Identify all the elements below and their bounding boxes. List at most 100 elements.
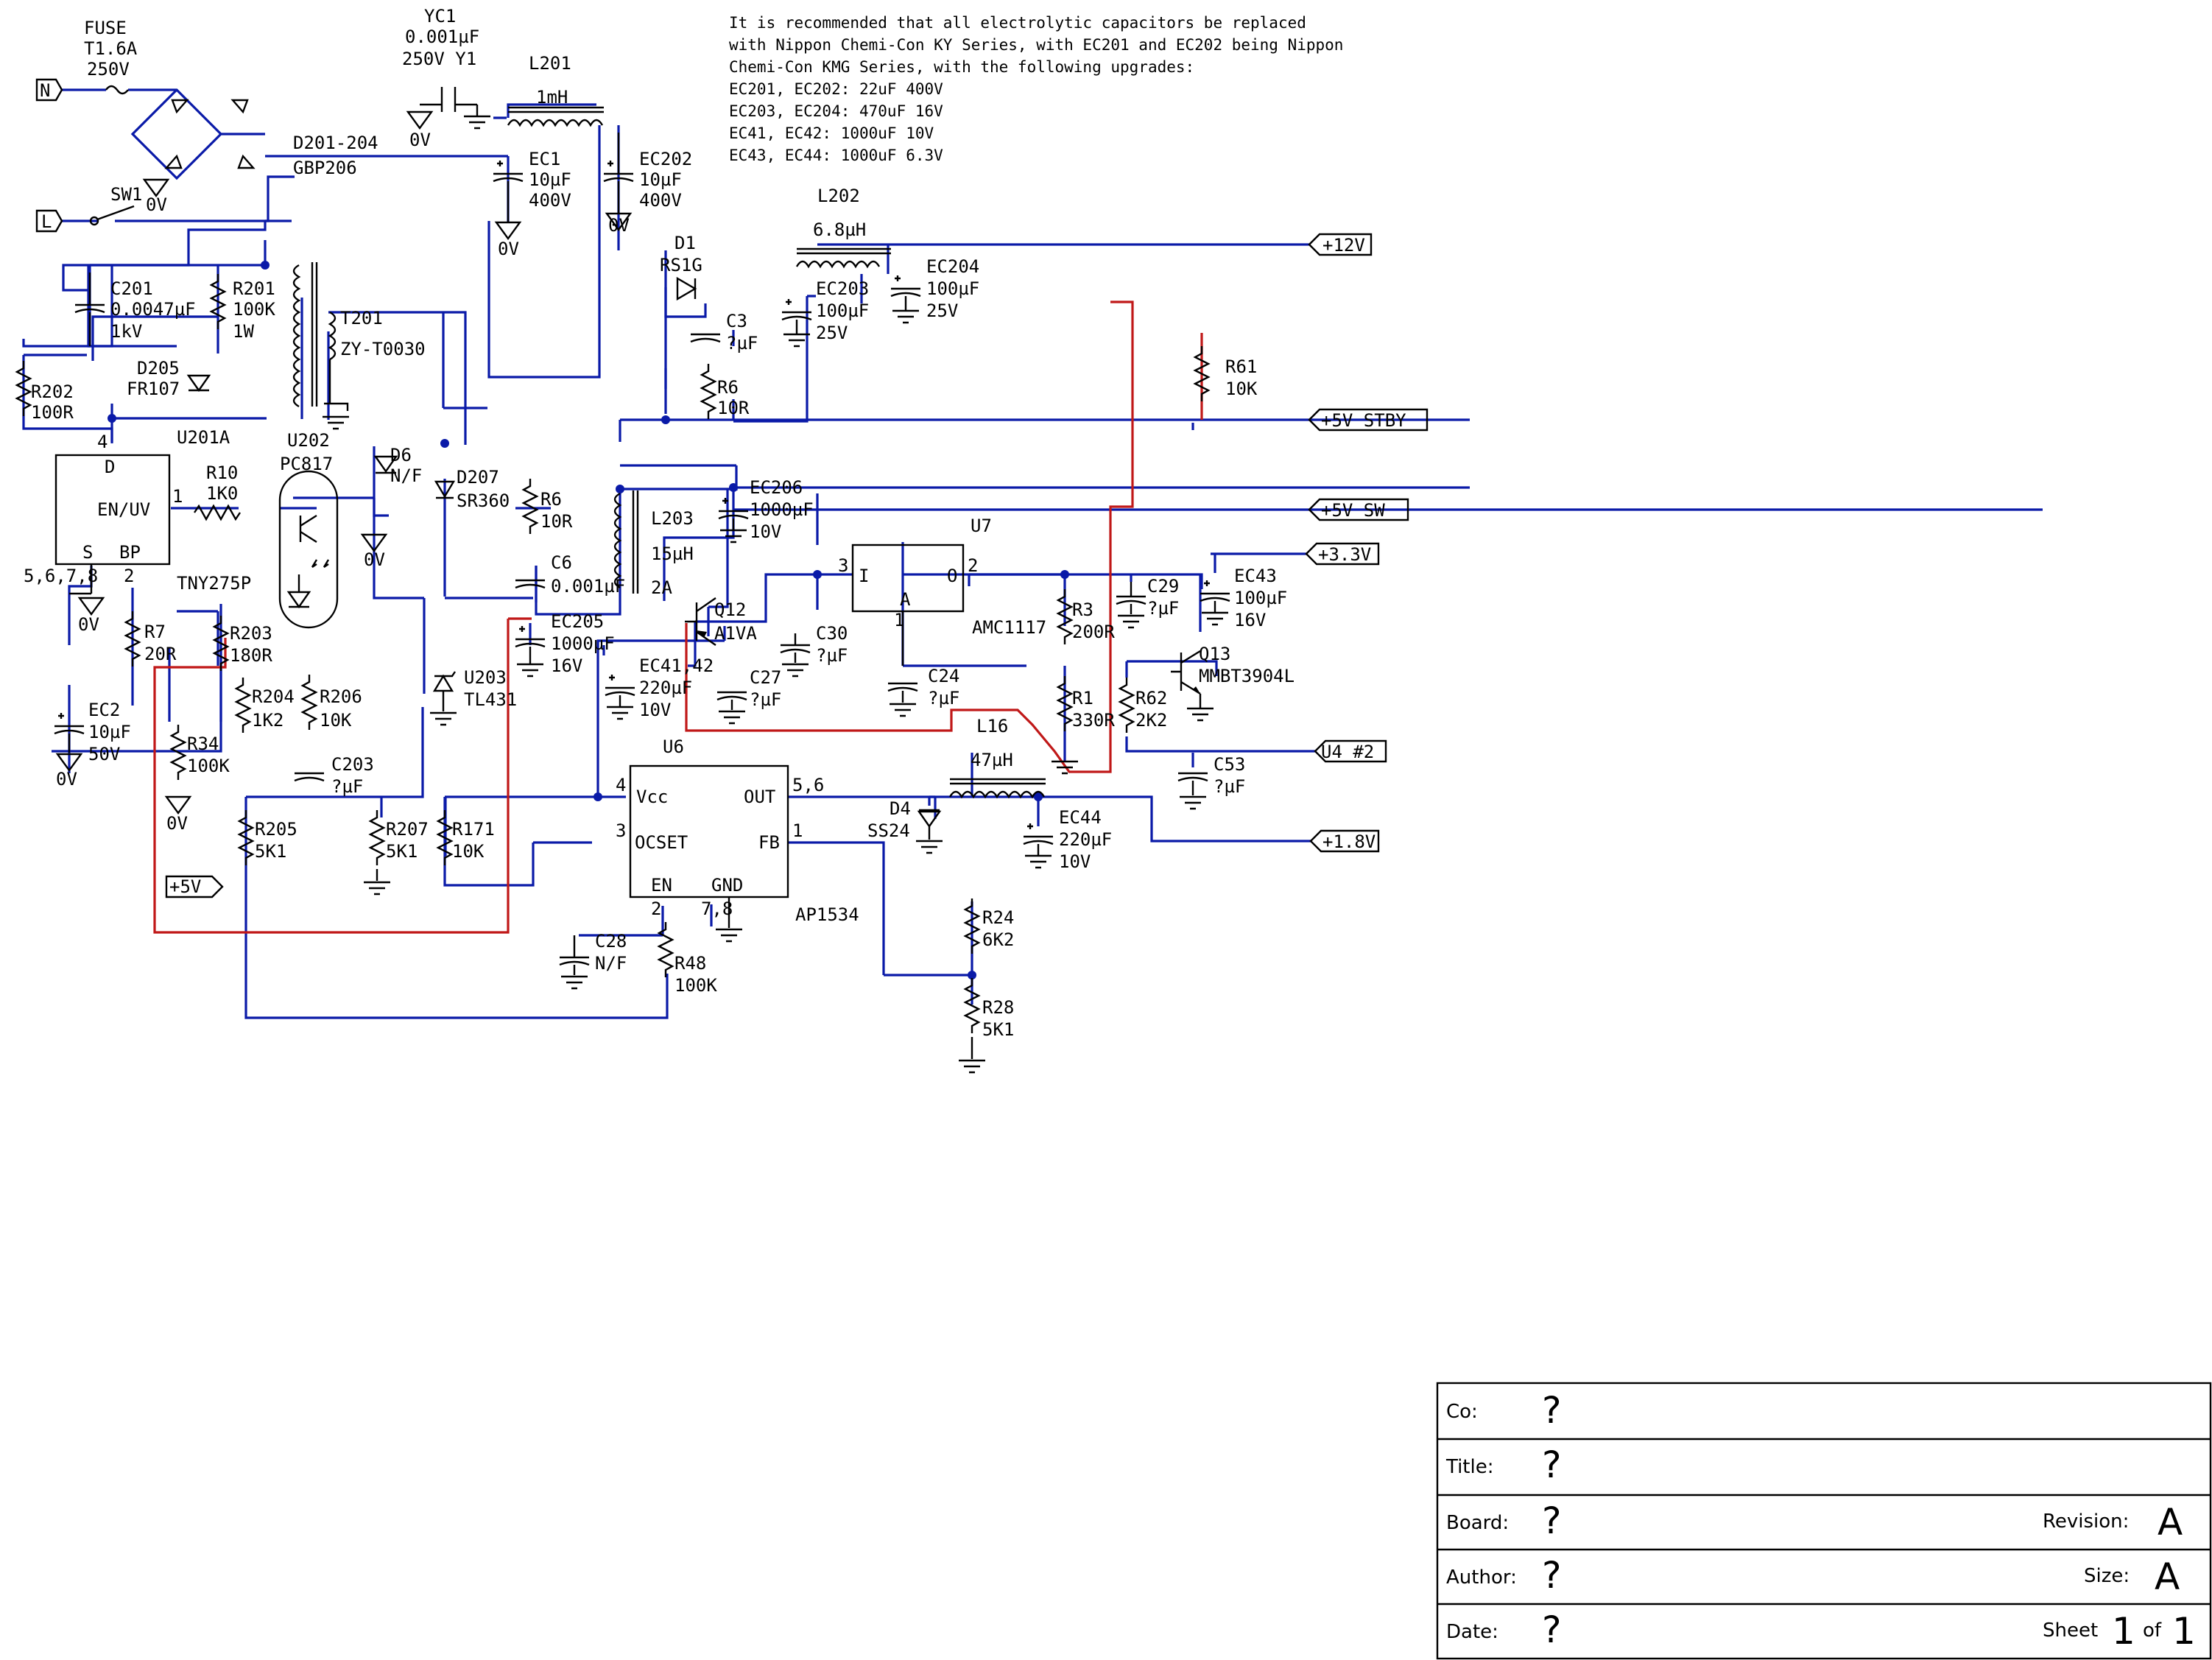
svg-text:?µF: ?µF xyxy=(750,689,781,710)
svg-text:R24: R24 xyxy=(982,907,1014,928)
ec2-capacitor: EC2 10µF 50V 0V xyxy=(53,700,131,789)
note-line-6: EC41, EC42: 1000uF 10V xyxy=(729,124,934,142)
inductor-l202: L202 6.8µH xyxy=(795,186,891,269)
svg-text:400V: 400V xyxy=(639,190,682,211)
svg-text:R6: R6 xyxy=(540,489,562,510)
svg-text:C28: C28 xyxy=(595,931,627,952)
svg-text:EC202: EC202 xyxy=(639,149,692,169)
r3-resistor: R3 200R xyxy=(1057,588,1115,646)
svg-text:EC2: EC2 xyxy=(88,700,120,720)
port-u4-label: U4 #2 xyxy=(1321,742,1374,762)
svg-text:R28: R28 xyxy=(982,997,1014,1018)
svg-text:C201: C201 xyxy=(110,278,153,299)
svg-text:4: 4 xyxy=(97,432,108,452)
d6-diode: D6 N/F xyxy=(373,445,422,486)
r6b-resistor: R6 10R xyxy=(700,362,750,421)
svg-text:Vcc: Vcc xyxy=(636,787,668,807)
c203-capacitor: C203 ?µF xyxy=(293,754,374,797)
svg-text:R34: R34 xyxy=(187,734,219,754)
r7-resistor: R7 20R xyxy=(124,610,177,668)
tb-of-label: of xyxy=(2143,1619,2162,1642)
svg-text:L201: L201 xyxy=(529,53,571,74)
svg-text:SR360: SR360 xyxy=(457,490,510,511)
svg-text:OCSET: OCSET xyxy=(635,832,688,853)
svg-text:D4: D4 xyxy=(890,798,911,819)
svg-text:A1VA: A1VA xyxy=(714,623,757,644)
svg-text:Q12: Q12 xyxy=(714,599,746,620)
svg-text:C24: C24 xyxy=(928,666,959,686)
svg-text:D205: D205 xyxy=(137,358,180,379)
note-line-5: EC203, EC204: 470uF 16V xyxy=(729,102,943,120)
svg-text:EC206: EC206 xyxy=(750,477,803,498)
svg-text:C29: C29 xyxy=(1147,576,1179,597)
svg-text:SS24: SS24 xyxy=(867,820,910,841)
svg-text:EN: EN xyxy=(651,875,672,896)
tb-title-value: ? xyxy=(1542,1443,1562,1486)
svg-text:0V: 0V xyxy=(409,130,431,150)
ec4142-capacitor: EC41,42 220µF 10V xyxy=(604,655,714,720)
svg-text:L203: L203 xyxy=(651,508,694,529)
svg-text:1K2: 1K2 xyxy=(252,710,283,731)
svg-text:R171: R171 xyxy=(452,819,495,840)
svg-text:4: 4 xyxy=(616,775,626,795)
svg-text:R10: R10 xyxy=(206,463,238,483)
r201-resistor: R201 100K 1W xyxy=(210,272,275,342)
svg-text:5K1: 5K1 xyxy=(982,1019,1014,1040)
r206-resistor: R206 10K xyxy=(301,673,362,731)
u7-regulator: I O A 3 2 1 U7 AMC1117 xyxy=(838,516,1046,666)
r34-resistor: R34 100K 0V xyxy=(165,723,230,834)
c24-capacitor: C24 ?µF xyxy=(887,666,959,717)
svg-text:10K: 10K xyxy=(1225,379,1258,399)
tb-revision-value: A xyxy=(2158,1501,2183,1544)
svg-text:C27: C27 xyxy=(750,667,781,688)
svg-text:TNY275P: TNY275P xyxy=(177,573,251,594)
svg-text:100K: 100K xyxy=(187,756,230,776)
svg-text:0.001µF: 0.001µF xyxy=(551,576,625,597)
svg-text:5,6: 5,6 xyxy=(792,775,824,795)
tb-sheet-total: 1 xyxy=(2172,1610,2196,1653)
svg-text:1kV: 1kV xyxy=(110,321,142,342)
svg-text:R48: R48 xyxy=(674,953,706,974)
svg-text:250V: 250V xyxy=(87,59,130,80)
svg-text:R201: R201 xyxy=(233,278,275,299)
switch-sw1: SW1 xyxy=(89,184,142,226)
note-line-7: EC43, EC44: 1000uF 6.3V xyxy=(729,147,943,164)
port-l-label: L xyxy=(41,211,52,232)
svg-text:220µF: 220µF xyxy=(639,678,692,698)
r171-resistor: R171 10K xyxy=(437,809,495,867)
tb-board-value: ? xyxy=(1542,1499,1562,1542)
tb-size-label: Size: xyxy=(2084,1565,2130,1587)
svg-text:1: 1 xyxy=(172,486,183,507)
svg-text:MMBT3904L: MMBT3904L xyxy=(1199,666,1295,686)
tb-title-label: Title: xyxy=(1445,1456,1493,1478)
bridge-rectifier: D201-204 GBP206 xyxy=(164,99,378,178)
svg-text:47µH: 47µH xyxy=(971,750,1013,770)
svg-text:D1: D1 xyxy=(674,233,696,253)
svg-text:16V: 16V xyxy=(1234,610,1266,630)
svg-text:EC205: EC205 xyxy=(551,611,604,632)
svg-text:D6: D6 xyxy=(390,445,412,465)
r202-resistor: R202 100R xyxy=(15,359,74,423)
svg-text:0.001µF: 0.001µF xyxy=(405,27,479,47)
svg-text:U201A: U201A xyxy=(177,427,230,448)
svg-text:2: 2 xyxy=(651,898,661,919)
svg-text:EN/UV: EN/UV xyxy=(97,499,150,520)
svg-text:180R: 180R xyxy=(230,645,272,666)
svg-text:10µF: 10µF xyxy=(88,722,131,742)
inductor-47uh: 47µH xyxy=(948,750,1046,799)
svg-text:100µF: 100µF xyxy=(816,300,869,321)
svg-text:FUSE: FUSE xyxy=(84,18,127,38)
svg-text:100µF: 100µF xyxy=(1234,588,1287,608)
svg-text:1mH: 1mH xyxy=(536,87,568,108)
svg-text:15µH: 15µH xyxy=(651,544,694,564)
r28-resistor: R28 5K1 xyxy=(957,977,1014,1074)
svg-text:TL431: TL431 xyxy=(464,689,517,710)
note-line-4: EC201, EC202: 22uF 400V xyxy=(729,80,943,98)
recommendation-note: It is recommended that all electrolytic … xyxy=(729,14,1343,164)
svg-text:0V: 0V xyxy=(166,813,188,834)
r203-resistor: R203 180R xyxy=(213,614,272,672)
ec202-capacitor: EC202 10µF 400V 0V xyxy=(602,133,692,236)
svg-text:?µF: ?µF xyxy=(816,645,848,666)
r48-resistor: R48 100K xyxy=(658,921,717,996)
inductor-l203: L203 15µH 2A xyxy=(613,490,694,598)
